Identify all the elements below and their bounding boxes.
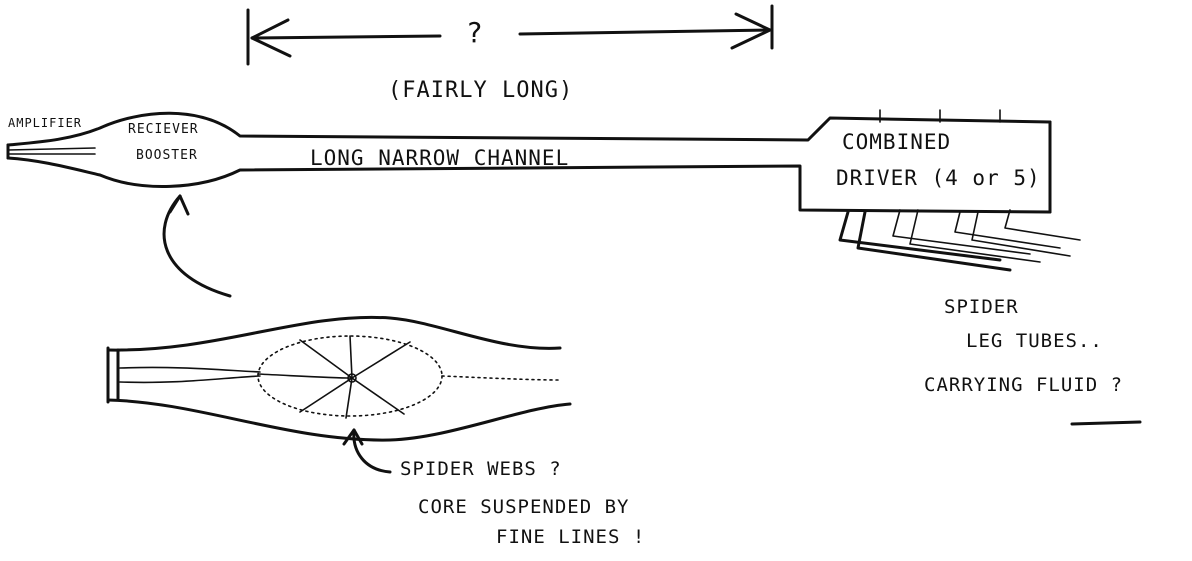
- horn-channel-outline: [6, 109, 1052, 214]
- spider-leg-label-2: LEG TUBES..: [966, 330, 1103, 352]
- receiver-detail-drawing: [106, 315, 572, 442]
- driver-label: DRIVER (4 or 5): [836, 166, 1041, 190]
- length-question-label: ?: [466, 16, 484, 49]
- spider-webs-label: SPIDER WEBS ?: [400, 458, 562, 480]
- amplifier-label: AMPLIFIER: [8, 116, 83, 130]
- combined-label: COMBINED: [842, 130, 952, 154]
- fine-lines-label: FINE LINES !: [496, 526, 646, 548]
- spider-leg-label-1: SPIDER: [944, 296, 1019, 318]
- core-suspended-label: CORE SUSPENDED BY: [418, 496, 630, 518]
- fluid-underline: [1070, 420, 1142, 426]
- fairly-long-label: (FAIRLY LONG): [388, 78, 574, 103]
- spider-leg-label-3: CARRYING FLUID ?: [924, 374, 1124, 396]
- pointer-arrow-receiver: [162, 194, 232, 298]
- length-dimension-arrow: [246, 4, 774, 66]
- receiver-label: RECIEVER: [128, 122, 199, 137]
- spider-leg-tubes: [838, 209, 1081, 272]
- channel-label: LONG NARROW CHANNEL: [310, 146, 570, 170]
- pointer-arrow-webs: [342, 428, 392, 474]
- booster-label: BOOSTER: [136, 148, 198, 163]
